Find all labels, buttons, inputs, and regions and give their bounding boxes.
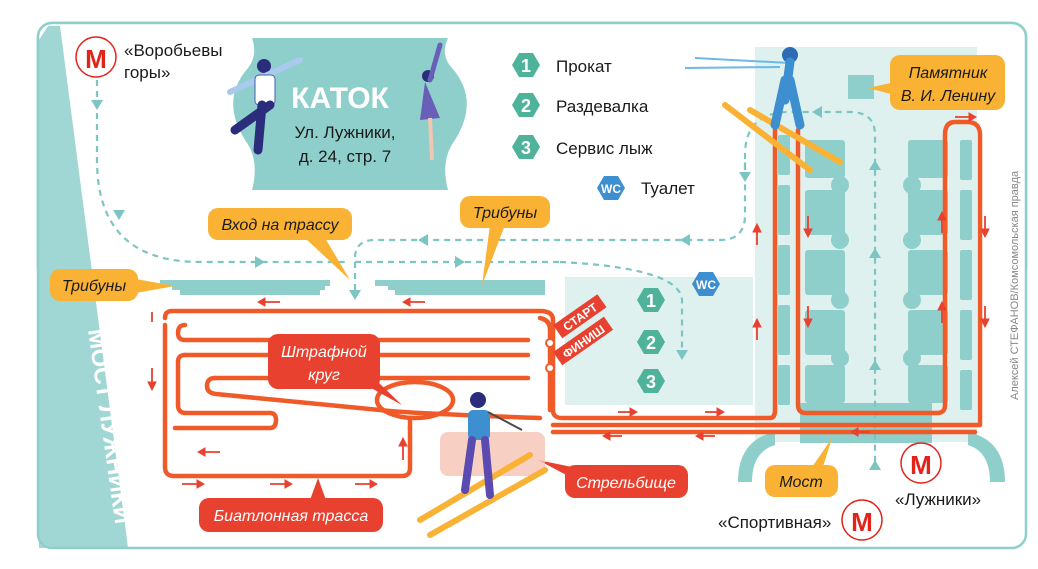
zone-marker-1: 1 <box>637 288 665 312</box>
callout-penalty-loop: Штрафной круг <box>268 334 402 405</box>
stands-left <box>160 280 330 295</box>
bridge-arc-right <box>968 432 1005 482</box>
rink-block: КАТОК Ул. Лужники, д. 24, стр. 7 <box>227 38 467 190</box>
credit-label: Алексей СТЕФАНОВ/Комсомольская правда <box>1009 170 1021 400</box>
svg-text:1: 1 <box>646 291 656 311</box>
penalty-label-line1: Штрафной <box>281 344 367 361</box>
rink-address-line2: д. 24, стр. 7 <box>299 147 391 166</box>
hexagon-1-icon <box>512 53 540 77</box>
stands-center-label: Трибуны <box>473 205 537 222</box>
skier-shooting-icon <box>417 392 548 538</box>
svg-text:М: М <box>851 507 873 537</box>
skier-top-icon <box>684 47 843 173</box>
wc-marker: WC <box>692 272 720 296</box>
svg-text:«Воробьевы: «Воробьевы <box>124 41 222 60</box>
bridge-arc-left <box>738 432 775 482</box>
callout-monument: Памятник В. И. Ленину <box>868 55 1005 110</box>
svg-text:М: М <box>910 450 932 480</box>
zone-marker-3: 3 <box>637 369 665 393</box>
svg-text:Прокат: Прокат <box>556 57 612 76</box>
svg-text:М: М <box>85 44 107 74</box>
callout-biathlon-track: Биатлонная трасса <box>199 478 383 532</box>
skater-female-icon <box>420 42 443 161</box>
svg-text:«Лужники»: «Лужники» <box>895 490 981 509</box>
penalty-label-line2: круг <box>308 367 340 384</box>
monument-label-line2: В. И. Ленину <box>901 88 996 105</box>
biathlon-track-label: Биатлонная трасса <box>214 508 369 525</box>
metro-icon <box>900 442 942 484</box>
legend-item-3: 3 Сервис лыж <box>512 135 653 159</box>
legend-item-2: 2 Раздевалка <box>512 93 649 117</box>
metro-icon <box>841 499 883 541</box>
svg-text:Раздевалка: Раздевалка <box>556 97 649 116</box>
hexagon-2-icon <box>512 93 540 117</box>
walkway-upper <box>353 160 747 290</box>
zone-marker-2: 2 <box>637 330 665 354</box>
metro-sportivnaya: М «Спортивная» <box>718 499 883 541</box>
metro-icon <box>75 36 117 78</box>
callout-entrance: Вход на трассу <box>208 208 352 280</box>
hexagon-3-icon <box>512 135 540 159</box>
rink-title: КАТОК <box>291 82 389 115</box>
stands-left-label: Трибуны <box>62 278 126 295</box>
walkway-arrows <box>91 100 881 470</box>
stands-center <box>375 280 545 295</box>
monument-label-line1: Памятник <box>909 65 989 82</box>
svg-text:2: 2 <box>521 96 531 116</box>
svg-text:Сервис лыж: Сервис лыж <box>556 139 653 158</box>
park-blocks <box>778 75 972 443</box>
callout-shooting-range: Стрельбище <box>538 460 688 498</box>
wc-icon <box>597 176 625 200</box>
callout-bridge: Мост <box>765 438 838 497</box>
legend: 1 Прокат 2 Раздевалка 3 Сервис лыж WC Ту… <box>512 53 695 200</box>
direction-arrows <box>147 112 990 489</box>
svg-text:WC: WC <box>696 278 716 292</box>
svg-text:WC: WC <box>601 182 621 196</box>
skater-male-icon <box>227 57 303 155</box>
metro-vorobyovy-gory: М «Воробьевы горы» <box>75 36 222 82</box>
legend-item-1: 1 Прокат <box>512 53 612 77</box>
metro-luzhniki: М «Лужники» <box>895 442 981 509</box>
svg-text:«Спортивная»: «Спортивная» <box>718 513 831 532</box>
svg-text:2: 2 <box>646 333 656 353</box>
bridge-label: Мост <box>779 474 823 491</box>
svg-text:3: 3 <box>646 372 656 392</box>
shooting-range-label: Стрельбище <box>576 475 676 492</box>
rink-address-line1: Ул. Лужники, <box>295 123 396 142</box>
svg-text:3: 3 <box>521 138 531 158</box>
svg-text:горы»: горы» <box>124 63 170 82</box>
walkway-vorobyovy <box>95 80 345 264</box>
callout-stands-left: Трибуны <box>50 269 175 301</box>
entrance-label: Вход на трассу <box>221 217 339 234</box>
legend-item-wc: WC Туалет <box>597 176 695 200</box>
svg-text:1: 1 <box>521 56 531 76</box>
callout-stands-center: Трибуны <box>460 196 550 285</box>
svg-text:Туалет: Туалет <box>641 179 695 198</box>
